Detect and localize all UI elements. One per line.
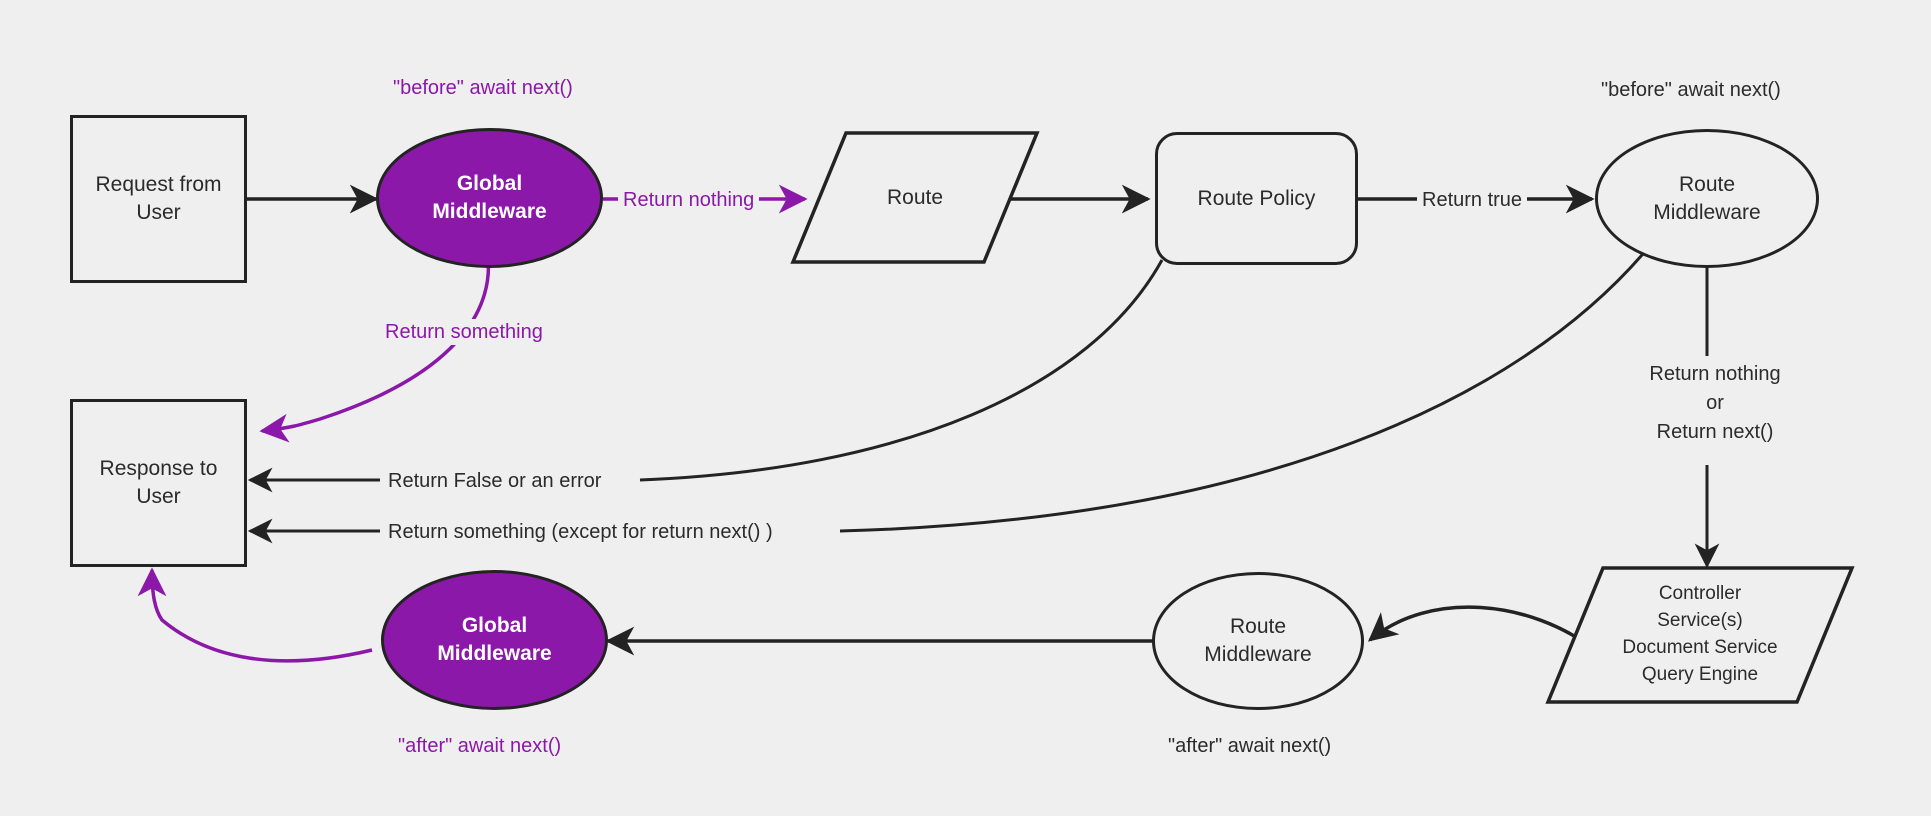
- edge-label-return-nothing-text: Return nothing: [623, 189, 755, 211]
- annotation-before-global-middleware: "before" await next(): [388, 75, 578, 101]
- node-controller-services[interactable]: Controller Service(s) Document Service Q…: [1545, 565, 1855, 705]
- route-parallelogram-shape: [790, 131, 1040, 264]
- annotation-after-global-middleware: "after" await next(): [393, 733, 567, 759]
- node-global-middleware-after-label: Global Middleware: [437, 614, 552, 665]
- edge-label-return-nothing-or-next-text: Return nothing or Return next(): [1649, 363, 1781, 443]
- node-response-to-user-label: Response to User: [99, 457, 218, 508]
- edge-label-return-true-text: Return true: [1422, 189, 1523, 211]
- controller-parallelogram-shape: [1545, 566, 1855, 704]
- annotation-after-route-text: "after" await next(): [1168, 735, 1332, 757]
- node-request-from-user[interactable]: Request from User: [70, 115, 247, 283]
- edge-label-return-false-or-error: Return False or an error: [383, 468, 607, 494]
- annotation-before-global-text: "before" await next(): [393, 77, 573, 99]
- node-controller-services-label: Controller Service(s) Document Service Q…: [1622, 583, 1778, 685]
- edge-route-policy-to-response: [639, 259, 1164, 482]
- annotation-after-route-middleware: "after" await next(): [1163, 733, 1337, 759]
- node-global-middleware-before-label: Global Middleware: [432, 172, 547, 223]
- annotation-before-route-text: "before" await next(): [1601, 79, 1781, 101]
- node-global-middleware-before[interactable]: Global Middleware: [376, 128, 603, 268]
- edge-global-middleware-after-to-response: [137, 567, 373, 663]
- node-route-label: Route: [886, 185, 944, 209]
- node-global-middleware-after[interactable]: Global Middleware: [381, 570, 608, 710]
- edge-label-return-something-except-text: Return something (except for return next…: [388, 521, 773, 543]
- node-route-middleware-after[interactable]: Route Middleware: [1152, 572, 1364, 710]
- node-route-policy-label: Route Policy: [1197, 186, 1316, 210]
- node-route-middleware-before[interactable]: Route Middleware: [1595, 129, 1819, 268]
- edge-label-return-true: Return true: [1417, 187, 1528, 213]
- edge-route-middleware-to-response: [839, 247, 1650, 533]
- edge-label-return-something-text: Return something: [385, 321, 543, 343]
- annotation-after-global-text: "after" await next(): [398, 735, 562, 757]
- node-route[interactable]: Route: [790, 130, 1040, 265]
- node-route-middleware-after-label: Route Middleware: [1204, 615, 1312, 666]
- edge-label-return-something: Return something: [380, 319, 548, 345]
- edge-label-return-nothing: Return nothing: [618, 187, 760, 213]
- node-request-from-user-label: Request from User: [95, 173, 222, 224]
- edge-label-return-something-except: Return something (except for return next…: [383, 519, 778, 545]
- edge-label-return-nothing-or-next: Return nothing or Return next(): [1630, 360, 1800, 447]
- node-route-policy[interactable]: Route Policy: [1155, 132, 1358, 265]
- annotation-before-route-middleware: "before" await next(): [1596, 77, 1786, 103]
- node-route-middleware-before-label: Route Middleware: [1653, 172, 1761, 224]
- node-response-to-user[interactable]: Response to User: [70, 399, 247, 567]
- edge-label-return-false-or-error-text: Return False or an error: [388, 470, 602, 492]
